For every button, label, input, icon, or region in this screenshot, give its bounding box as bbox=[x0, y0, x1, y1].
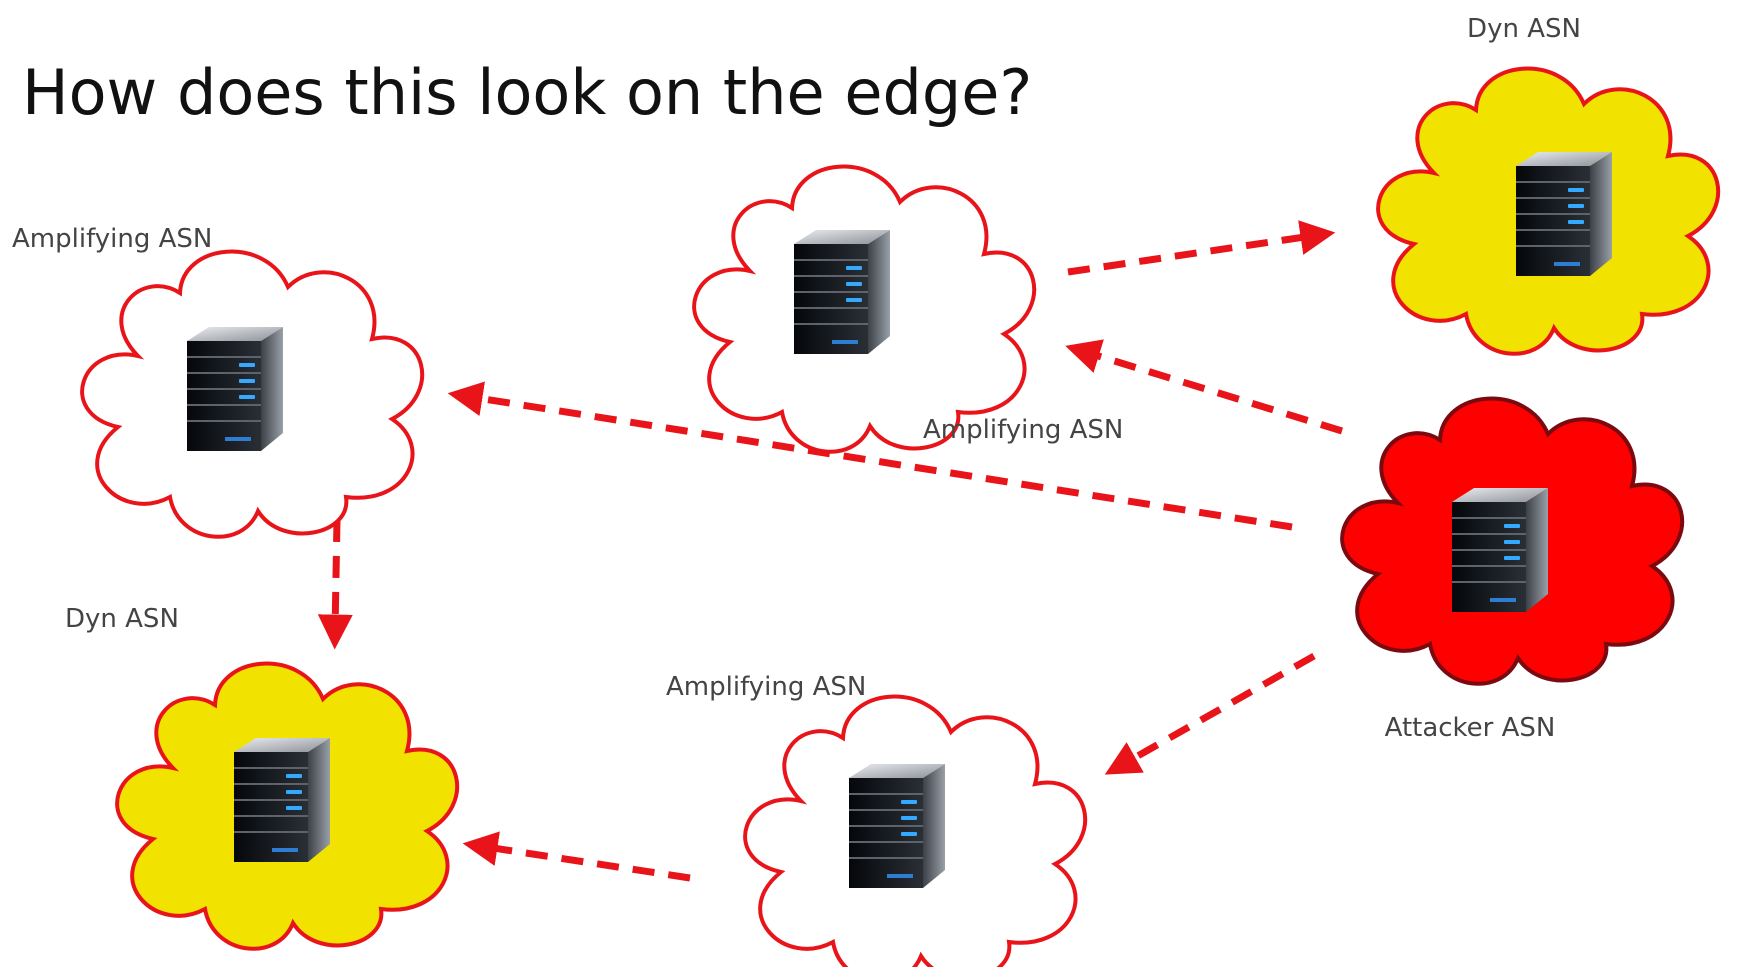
server-icon bbox=[1515, 151, 1613, 277]
slide-title: How does this look on the edge? bbox=[22, 56, 1033, 129]
server-icon bbox=[233, 737, 331, 863]
attack-arrows bbox=[317, 220, 1344, 882]
amplifying-asn-cloud-left bbox=[80, 249, 425, 539]
arrow-amp-bottom-to-dyn-bottom bbox=[462, 831, 691, 882]
dyn-asn-label-top: Dyn ASN bbox=[1467, 14, 1581, 44]
server-icon bbox=[793, 229, 891, 355]
server-icon bbox=[848, 763, 946, 889]
arrow-attacker-to-amp-bottom bbox=[1104, 652, 1316, 775]
server-icon bbox=[186, 326, 284, 452]
attacker-asn-cloud bbox=[1340, 396, 1685, 686]
dyn-asn-label-bottom: Dyn ASN bbox=[65, 604, 179, 634]
amplifying-asn-cloud-center bbox=[692, 164, 1037, 454]
amplifying-asn-label-left: Amplifying ASN bbox=[12, 224, 212, 254]
server-icon bbox=[1451, 487, 1549, 613]
attacker-asn-label: Attacker ASN bbox=[1385, 713, 1556, 743]
dyn-asn-cloud-bottom bbox=[115, 661, 460, 951]
amplifying-asn-cloud-bottom bbox=[743, 694, 1088, 967]
arrow-attacker-to-amp-left bbox=[447, 381, 1293, 531]
arrow-attacker-to-amp-center bbox=[1065, 339, 1344, 435]
arrow-amp-left-to-dyn-bottom bbox=[317, 519, 353, 650]
dyn-asn-cloud-top bbox=[1376, 66, 1721, 356]
amplifying-asn-label-bottom: Amplifying ASN bbox=[666, 672, 866, 702]
arrow-amp-center-to-dyn-top bbox=[1067, 220, 1336, 276]
amplifying-asn-label-center: Amplifying ASN bbox=[923, 415, 1123, 445]
